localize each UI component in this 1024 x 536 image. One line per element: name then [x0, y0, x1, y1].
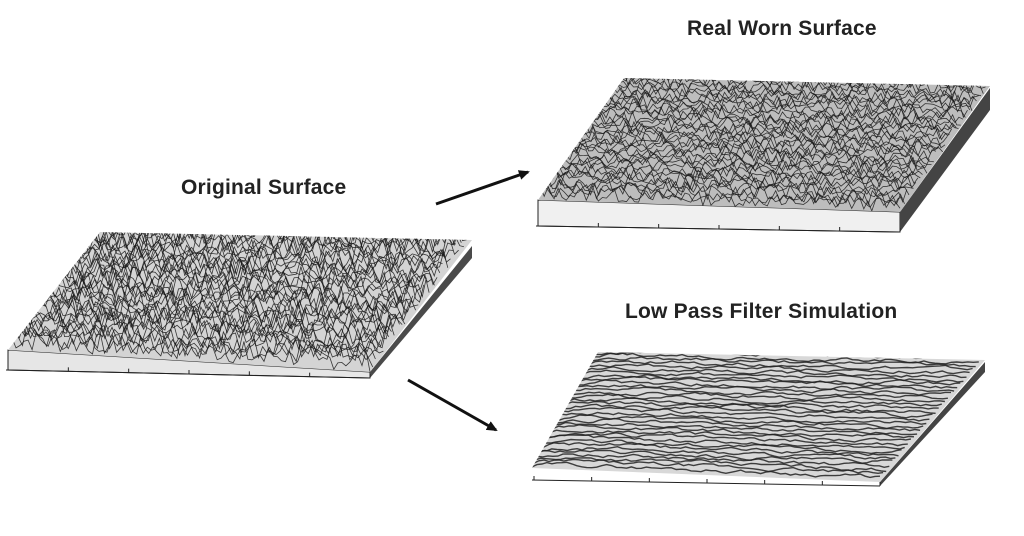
surface-profile-line: [574, 134, 939, 157]
surface-profile-line: [566, 400, 936, 414]
original-surface-plot: [5, 232, 472, 379]
surface-profile-line: [533, 458, 884, 475]
surface-profile-line: [572, 391, 945, 403]
surface-profile-line: [545, 438, 902, 455]
surface-profile-line: [587, 116, 953, 140]
surface-profile-line: [51, 272, 419, 309]
surface-profile-line: [582, 373, 961, 386]
surface-profile-line: [8, 331, 371, 372]
original-surface-texture: [8, 232, 472, 372]
surface-profile-line: [561, 411, 927, 425]
surface-profile-line: [17, 315, 382, 357]
surface-profile-line: [22, 311, 387, 350]
surface-profile-line: [539, 183, 903, 209]
surface-profile-line: [570, 393, 942, 407]
surface-profile-line: [580, 125, 946, 149]
surface-profile-line: [589, 360, 973, 371]
surface-profile-line: [580, 375, 958, 389]
arrow-to-lowpass: [407, 378, 498, 432]
lowpass-surface-base-side: [880, 362, 985, 486]
surface-profile-line: [589, 112, 955, 135]
surface-profile-line: [593, 107, 959, 131]
original-surface-label: Original Surface: [181, 176, 347, 199]
surface-profile-line: [553, 424, 915, 439]
arrow-to-worn: [435, 170, 530, 206]
surface-profile-line: [555, 162, 919, 187]
surface-profile-line: [65, 254, 435, 288]
surface-profile-line: [532, 461, 881, 479]
surface-profile-line: [563, 406, 930, 422]
surface-profile-line: [563, 150, 928, 174]
surface-profile-line: [56, 267, 425, 303]
surface-profile-line: [570, 142, 934, 165]
surface-profile-line: [574, 386, 948, 400]
surface-profile-line: [551, 429, 912, 443]
surface-profile-line: [36, 292, 403, 329]
surface-profile-line: [604, 92, 971, 113]
surface-profile-line: [558, 414, 924, 430]
worn-surface-texture: [538, 78, 990, 212]
surface-profile-line: [543, 442, 899, 457]
lowpass-surface-axis: [531, 479, 881, 487]
surface-profile-line: [578, 379, 955, 393]
surface-profile-line: [584, 119, 950, 142]
surface-profile-line: [535, 457, 887, 473]
surface-profile-line: [63, 257, 432, 290]
surface-profile-line: [576, 384, 952, 396]
surface-profile-line: [14, 319, 379, 361]
surface-profile-line: [613, 81, 979, 103]
surface-profile-line: [567, 143, 932, 168]
surface-profile-line: [600, 97, 966, 120]
surface-profile-line: [90, 232, 462, 254]
worn-surface-axis-ticks: [537, 222, 901, 232]
real-worn-surface-label: Real Worn Surface: [687, 17, 877, 40]
surface-profile-line: [557, 417, 921, 432]
surface-profile-line: [584, 369, 964, 383]
surface-profile-line: [619, 78, 986, 93]
surface-profile-line: [538, 187, 901, 212]
surface-profile-line: [87, 232, 459, 257]
surface-profile-line: [547, 434, 905, 450]
surface-profile-line: [46, 281, 414, 316]
surface-profile-line: [541, 179, 905, 206]
surface-profile-line: [550, 167, 914, 190]
surface-profile-line: [539, 449, 893, 464]
surface-profile-line: [555, 421, 918, 436]
surface-profile-line: [27, 305, 392, 344]
surface-profile-line: [586, 366, 967, 379]
surface-profile-line: [594, 352, 979, 365]
surface-profile-line: [595, 104, 961, 126]
surface-profile-line: [80, 236, 451, 267]
lowpass-surface-axis-ticks: [533, 476, 881, 486]
surface-profile-line: [44, 283, 411, 319]
worn-surface-base-side: [900, 88, 990, 232]
low-pass-filter-simulation-label: Low Pass Filter Simulation: [625, 300, 898, 323]
surface-profile-line: [578, 129, 944, 153]
surface-profile-line: [77, 238, 449, 270]
surface-profile-line: [549, 432, 908, 447]
surface-profile-line: [546, 173, 910, 197]
surface-profile-line: [537, 453, 890, 469]
surface-profile-line: [58, 263, 427, 299]
original-surface-base-side: [370, 246, 472, 378]
low-pass-surface-plot: [531, 352, 985, 487]
surface-profile-line: [608, 85, 975, 108]
original-surface-axis-ticks: [7, 366, 371, 378]
real-worn-surface-plot: [535, 78, 990, 233]
